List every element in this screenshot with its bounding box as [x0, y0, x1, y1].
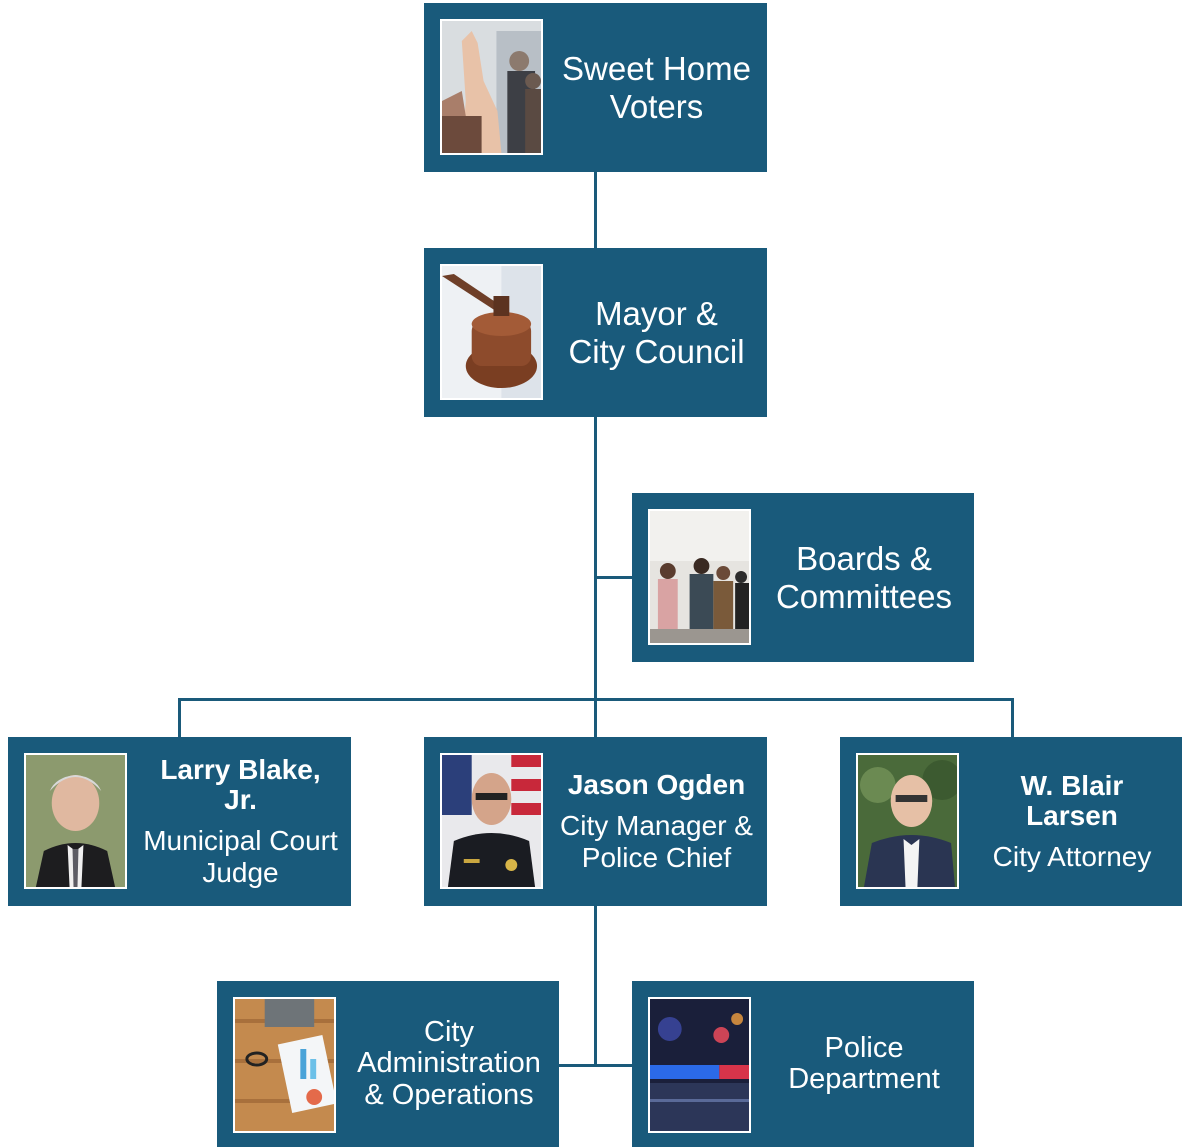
manager-role: City Manager & Police Chief [560, 810, 753, 873]
node-voters: Sweet Home Voters [424, 3, 767, 172]
manager-name: Jason Ogden [567, 769, 746, 801]
judge-portrait [24, 753, 127, 889]
node-attorney: W. Blair Larsen City Attorney [840, 737, 1182, 906]
police-chief-portrait [440, 753, 543, 889]
node-boards: Boards & Committees [632, 493, 974, 662]
judge-text: Larry Blake, Jr. Municipal Court Judge [130, 737, 351, 906]
raised-hand-crowd-photo [440, 19, 543, 155]
police-label-wrap: Police Department [754, 981, 974, 1147]
admin-label-wrap: City Administration & Operations [339, 981, 559, 1147]
attorney-text: W. Blair Larsen City Attorney [962, 737, 1182, 906]
connector-horizontal-bar [178, 698, 1014, 701]
council-label-wrap: Mayor & City Council [546, 248, 767, 417]
node-police: Police Department [632, 981, 974, 1147]
attorney-portrait [856, 753, 959, 889]
council-label: Mayor & City Council [568, 294, 745, 370]
node-admin: City Administration & Operations [217, 981, 559, 1147]
gavel-photo [440, 264, 543, 400]
judge-role: Municipal Court Judge [143, 825, 338, 888]
boards-label: Boards & Committees [775, 539, 953, 615]
connector-drop-attorney [1011, 698, 1014, 738]
meeting-group-photo [648, 509, 751, 645]
voters-label-wrap: Sweet Home Voters [546, 3, 767, 172]
police-lights-photo [648, 997, 751, 1133]
node-manager: Jason Ogden City Manager & Police Chief [424, 737, 767, 906]
connector-drop-judge [178, 698, 181, 738]
node-council: Mayor & City Council [424, 248, 767, 417]
attorney-role: City Attorney [992, 841, 1152, 873]
boards-label-wrap: Boards & Committees [754, 493, 974, 662]
connector-voters-council [594, 172, 597, 248]
connector-manager-down [594, 906, 597, 1066]
connector-bottom-bar [558, 1064, 634, 1067]
attorney-name: W. Blair Larsen [1020, 769, 1124, 831]
office-desk-photo [233, 997, 336, 1133]
judge-name: Larry Blake, Jr. [160, 753, 321, 816]
voters-label: Sweet Home Voters [562, 49, 751, 125]
manager-text: Jason Ogden City Manager & Police Chief [546, 737, 767, 906]
police-label: Police Department [788, 1031, 940, 1095]
node-judge: Larry Blake, Jr. Municipal Court Judge [8, 737, 351, 906]
admin-label: City Administration & Operations [357, 1016, 541, 1111]
connector-trunk-boards [594, 576, 634, 579]
